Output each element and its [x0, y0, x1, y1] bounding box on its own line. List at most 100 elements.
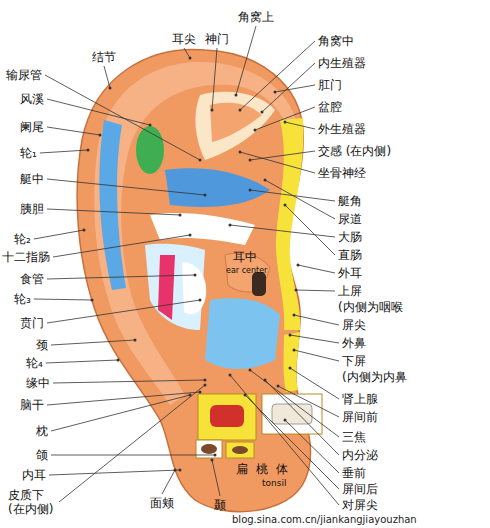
leader-dot: [274, 91, 277, 94]
point-label: 胰胆: [20, 202, 44, 216]
leader-dot: [229, 224, 232, 227]
leader-line: [294, 350, 339, 361]
leader-line: [240, 41, 315, 110]
point-label: 外耳: [338, 266, 362, 280]
point-label: 肾上腺: [342, 392, 378, 406]
leader-line: [262, 63, 315, 112]
leader-dot: [211, 109, 214, 112]
point-label: 皮质下 (在内侧): [8, 488, 56, 516]
point-label: 轮₂: [14, 232, 31, 246]
point-label: 十二指肠: [2, 250, 50, 264]
leader-line: [51, 340, 135, 345]
point-label: 对屏尖: [342, 498, 378, 512]
leader-line: [34, 230, 84, 239]
leader-line: [51, 455, 215, 456]
point-label: 艇中: [20, 172, 44, 186]
leader-line: [250, 370, 339, 437]
leader-line: [278, 386, 339, 417]
watermark: blog.sina.com.cn/jiankangjiayouzhan: [232, 514, 417, 526]
leader-dot: [149, 124, 152, 127]
point-label: tonsil: [262, 478, 286, 489]
leader-dot: [179, 469, 182, 472]
leader-dot: [284, 204, 287, 207]
leader-dot: [83, 229, 86, 232]
leader-dot: [277, 385, 280, 388]
leader-line: [104, 66, 110, 88]
leader-dot: [249, 369, 252, 372]
leader-line: [47, 99, 150, 125]
point-label: 外鼻: [342, 336, 366, 350]
point-label: 屏间前: [342, 410, 378, 424]
point-label: 盆腔: [318, 100, 342, 114]
point-label: 下屏: [342, 354, 366, 368]
leader-line: [51, 395, 190, 431]
leader-dot: [87, 149, 90, 152]
point-label: 轮₄: [26, 356, 43, 370]
leader-dot: [134, 339, 137, 342]
point-label: 扁桃体: [236, 462, 296, 476]
point-label: 外生殖器: [318, 122, 366, 136]
point-label: 颌: [36, 448, 48, 462]
point-label: 颈: [36, 338, 48, 352]
leader-dot: [293, 314, 296, 317]
leader-dot: [174, 469, 177, 472]
leader-line: [47, 275, 195, 279]
point-label: 尿道: [338, 212, 362, 226]
leader-dot: [214, 454, 217, 457]
leader-line: [236, 26, 256, 95]
leader-dot: [189, 234, 192, 237]
leader-line: [184, 48, 190, 58]
leader-dot: [284, 419, 287, 422]
leader-line: [47, 179, 205, 195]
leader-dot: [239, 109, 242, 112]
leader-line: [296, 290, 335, 291]
leader-line: [212, 460, 220, 496]
leader-line: [298, 265, 335, 273]
point-label: 交感 (在内侧): [318, 144, 391, 158]
leader-line: [285, 205, 335, 255]
leader-line: [162, 470, 175, 494]
leader-dot: [211, 459, 214, 462]
leader-line: [290, 335, 339, 343]
point-label: 屏尖: [342, 318, 366, 332]
point-label: 神门: [205, 32, 229, 46]
leader-line: [45, 75, 200, 160]
leader-line: [53, 380, 205, 383]
leader-dot: [289, 367, 292, 370]
point-label: 耳尖: [172, 32, 196, 46]
leader-dot: [199, 391, 202, 394]
leader-line: [240, 152, 315, 173]
leader-line: [59, 385, 205, 502]
leader-dot: [249, 159, 252, 162]
leader-dot: [204, 379, 207, 382]
leader-dot: [109, 87, 112, 90]
point-label: 角窝中: [318, 34, 354, 48]
point-label: 结节: [92, 50, 116, 64]
point-label: (内侧为内鼻: [342, 370, 407, 384]
point-label: 内耳: [22, 468, 46, 482]
leader-line: [285, 122, 315, 129]
point-label: ear center: [226, 266, 267, 276]
leader-line: [34, 299, 92, 300]
point-label: 大肠: [338, 230, 362, 244]
leader-line: [53, 235, 190, 257]
leader-dot: [229, 374, 232, 377]
point-label: 肛门: [318, 78, 342, 92]
point-label: 贲门: [20, 316, 44, 330]
point-label: 直肠: [338, 248, 362, 262]
leader-line: [47, 300, 200, 323]
leader-dot: [235, 94, 238, 97]
leader-line: [265, 180, 335, 219]
leader-dot: [199, 159, 202, 162]
point-label: 耳中: [233, 250, 257, 264]
leader-dot: [99, 134, 102, 137]
point-label: 角窝上: [238, 10, 274, 24]
leader-dot: [264, 379, 267, 382]
leader-line: [46, 360, 118, 363]
leader-dot: [264, 179, 267, 182]
point-label: 艇角: [338, 194, 362, 208]
leader-line: [255, 107, 315, 130]
leader-line: [47, 127, 100, 135]
